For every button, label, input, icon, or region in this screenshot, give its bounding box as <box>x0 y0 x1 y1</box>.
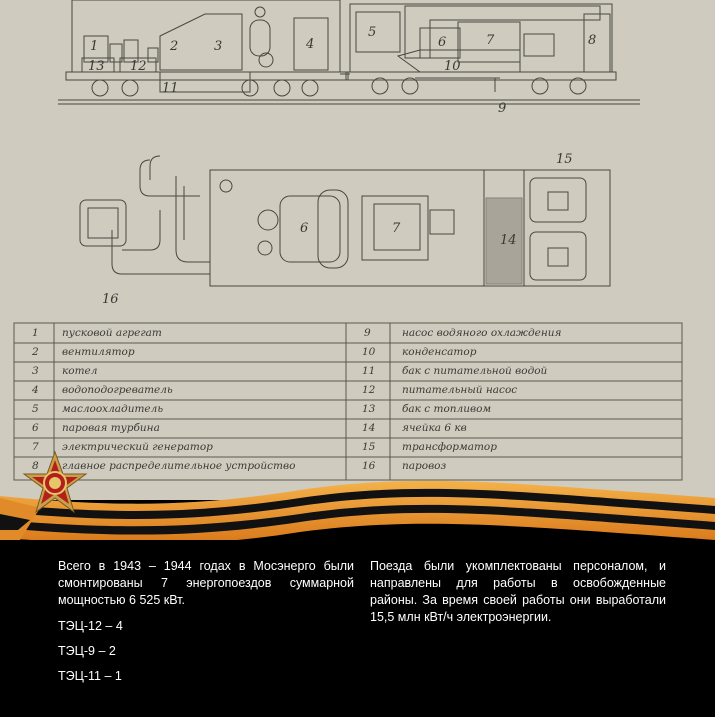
deployment-paragraph: Поезда были укомплектованы персоналом, и… <box>370 559 666 624</box>
legend-table: 1 пусковой агрегат 2 вентилятор 3 котел … <box>14 323 682 480</box>
legend-num: 14 <box>362 422 376 434</box>
svg-text:14: 14 <box>500 233 517 248</box>
svg-text:9: 9 <box>498 101 506 116</box>
top-view <box>79 155 611 287</box>
legend-text: питательный насос <box>402 384 518 396</box>
svg-text:8: 8 <box>588 33 596 48</box>
legend-text: насос водяного охлаждения <box>402 327 562 339</box>
legend-num: 15 <box>362 441 376 453</box>
unit-1 <box>83 35 109 63</box>
right-column: Поезда были укомплектованы персоналом, и… <box>370 558 666 635</box>
legend-num: 11 <box>362 365 376 377</box>
legend-text: электрический генератор <box>62 441 213 453</box>
legend-num: 16 <box>362 460 376 472</box>
legend-num: 1 <box>32 327 39 339</box>
legend-num: 12 <box>362 384 376 396</box>
legend-text: вентилятор <box>62 346 135 358</box>
svg-text:6: 6 <box>300 221 308 236</box>
legend-num: 3 <box>32 365 39 377</box>
text-panel: Всего в 1943 – 1944 годах в Мосэнерго бы… <box>0 540 715 717</box>
legend-text: конденсатор <box>402 346 477 358</box>
legend-num: 7 <box>32 441 39 453</box>
legend-num: 9 <box>364 327 371 339</box>
technical-drawing: 1 13 12 2 3 4 5 6 7 8 10 11 9 <box>0 0 715 500</box>
unit-2-3 <box>159 13 243 71</box>
legend-text: водоподогреватель <box>62 384 173 396</box>
legend-text: пусковой агрегат <box>62 327 162 339</box>
legend-text: паровая турбина <box>62 422 160 434</box>
legend-text: бак с топливом <box>402 403 492 415</box>
legend-text: котел <box>62 365 98 377</box>
legend-text: ячейка 6 кв <box>402 422 467 434</box>
summary-paragraph: Всего в 1943 – 1944 годах в Мосэнерго бы… <box>58 559 354 607</box>
svg-text:16: 16 <box>102 292 119 307</box>
legend-num: 13 <box>362 403 376 415</box>
svg-text:12: 12 <box>130 59 147 74</box>
tec-11-line: ТЭЦ-11 – 1 <box>58 669 122 683</box>
svg-text:4: 4 <box>305 37 314 52</box>
legend-text: бак с питательной водой <box>402 365 548 377</box>
svg-text:2: 2 <box>169 39 178 54</box>
legend-num: 8 <box>32 460 39 472</box>
wheels <box>91 77 587 97</box>
svg-text:7: 7 <box>392 221 401 236</box>
svg-text:3: 3 <box>214 39 222 54</box>
legend-text: главное распределительное устройство <box>62 460 296 472</box>
side-view <box>58 0 640 105</box>
svg-text:6: 6 <box>438 35 446 50</box>
legend-num: 4 <box>32 384 39 396</box>
unit-4 <box>293 17 329 71</box>
legend-text: маслоохладитель <box>62 403 164 415</box>
unit-5 <box>355 11 401 53</box>
left-column: Всего в 1943 – 1944 годах в Мосэнерго бы… <box>58 558 354 693</box>
svg-text:7: 7 <box>486 33 495 48</box>
svg-text:5: 5 <box>368 25 376 40</box>
order-emblem <box>22 450 88 514</box>
svg-text:15: 15 <box>556 152 573 167</box>
legend-grid <box>13 322 683 481</box>
svg-text:10: 10 <box>444 59 461 74</box>
legend-text: паровоз <box>402 460 447 472</box>
legend-num: 5 <box>32 403 39 415</box>
tec-12-line: ТЭЦ-12 – 4 <box>58 619 123 633</box>
svg-text:11: 11 <box>162 81 179 96</box>
svg-text:13: 13 <box>88 59 105 74</box>
legend-num: 2 <box>32 346 39 358</box>
st-george-ribbon <box>0 480 715 546</box>
tec-9-line: ТЭЦ-9 – 2 <box>58 644 116 658</box>
svg-text:1: 1 <box>90 39 98 54</box>
legend-num: 10 <box>362 346 376 358</box>
legend-num: 6 <box>32 422 39 434</box>
energy-train-schematic: 1 13 12 2 3 4 5 6 7 8 10 11 9 <box>13 0 683 481</box>
legend-text: трансформатор <box>402 441 497 453</box>
